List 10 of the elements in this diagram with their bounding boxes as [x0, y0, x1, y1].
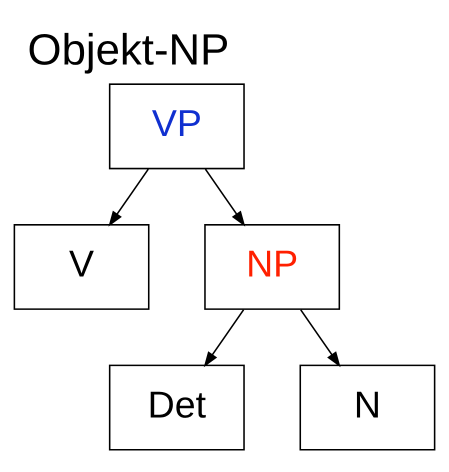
arrow — [204, 168, 246, 226]
arrow — [300, 308, 341, 367]
node-box: N — [300, 364, 436, 450]
diagram-title: Objekt-NP — [28, 24, 230, 74]
arrow — [108, 168, 149, 226]
node-box: VP — [108, 82, 245, 169]
arrow — [204, 308, 244, 367]
node-box: NP — [204, 224, 340, 310]
node-box: V — [14, 224, 150, 310]
node-box: Det — [108, 364, 245, 450]
